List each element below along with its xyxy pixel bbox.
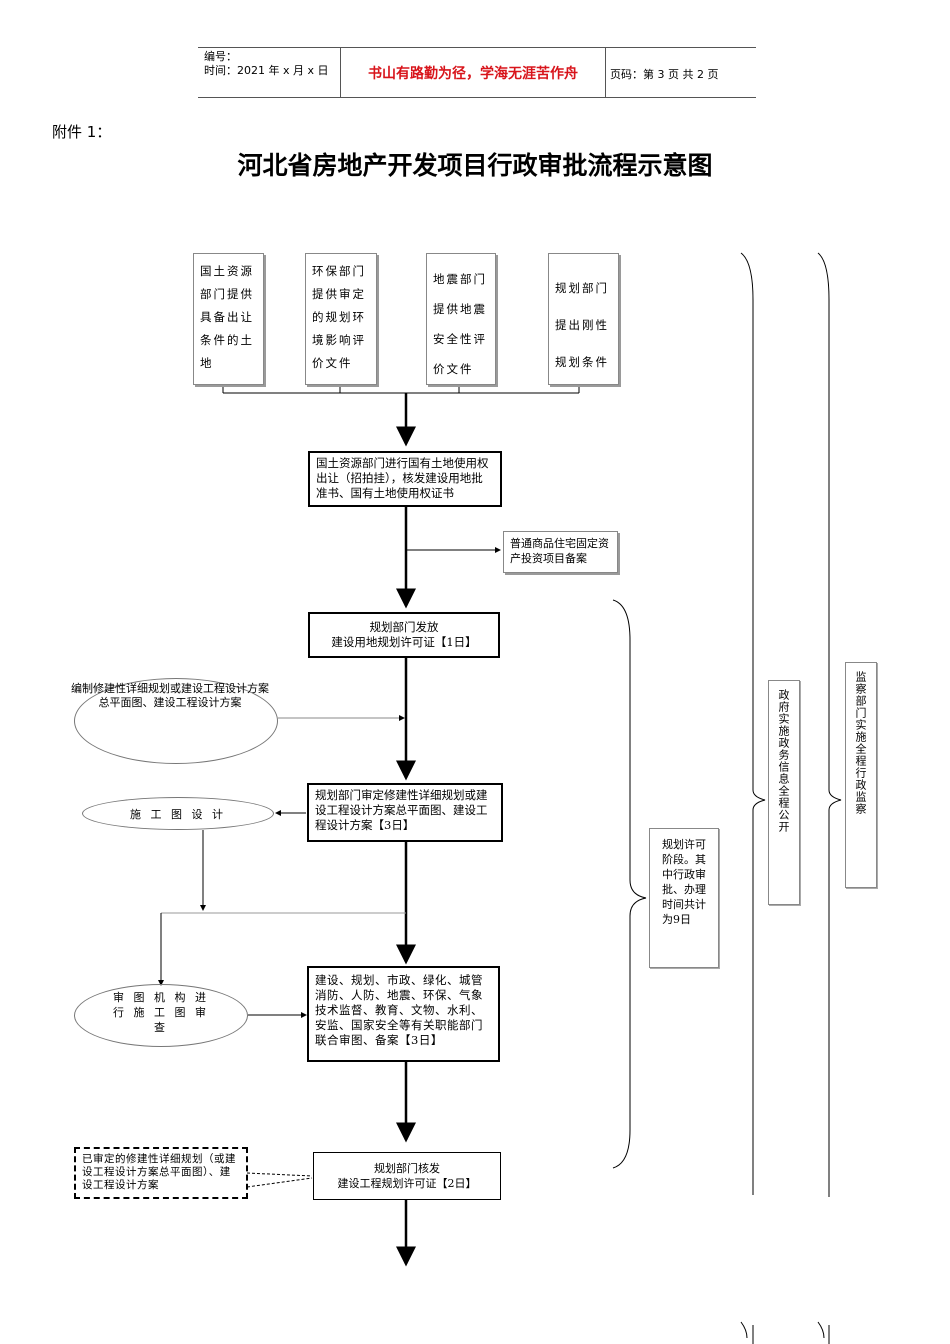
project-permit-line2: 建设工程规划许可证【2日】 (337, 1177, 477, 1190)
source-environmental: 环保部门提供审定的规划环境影响评价文件 (305, 253, 377, 385)
design-preparation-text: 编制修建性详细规划或建设工程设计方案总平面图、建设工程设计方案 (71, 682, 269, 709)
step-construction-design: 施 工 图 设 计 (82, 797, 274, 830)
note-gov-disclosure: 政府实施政务信息全程公开 (768, 680, 800, 905)
note-planning-stage: 规划许可阶段。其中行政审批、办理时间共计为9日 (649, 828, 719, 968)
project-permit-line1: 规划部门核发 (374, 1162, 440, 1175)
step-drawing-review: 审 图 机 构 进 行 施 工 图 审 查 (74, 984, 248, 1047)
header-motto: 书山有路勤为径，学海无涯苦作舟 (340, 48, 606, 97)
source-planning-conditions: 规划部门提出刚性规划条件 (548, 253, 619, 385)
header-number: 编号： (204, 50, 237, 63)
step-land-transfer: 国土资源部门进行国有土地使用权出让（招拍挂），核发建设用地批准书、国有土地使用权… (308, 451, 502, 507)
header-meta: 编号： 时间：2021 年 x 月 x 日 (204, 50, 329, 78)
attachment-label: 附件 1： (52, 123, 112, 141)
land-use-permit-line2: 建设用地规划许可证【1日】 (331, 635, 477, 649)
note-approved-plans: 已审定的修建性详细规划（或建设工程设计方案总平面图）、建设工程设计方案 (74, 1147, 248, 1199)
step-joint-review: 建设、规划、市政、绿化、城管消防、人防、地震、环保、气象技术监督、教育、文物、水… (307, 966, 500, 1062)
supervision-text: 监察部门实施全程行政监察 (854, 671, 867, 815)
source-seismic: 地震部门提供地震安全性评价文件 (426, 253, 496, 385)
land-use-permit-line1: 规划部门发放 (369, 620, 439, 634)
header-time: 时间：2021 年 x 月 x 日 (204, 64, 329, 77)
note-supervision: 监察部门实施全程行政监察 (845, 662, 877, 888)
step-investment-record: 普通商品住宅固定资产投资项目备案 (503, 531, 618, 573)
page-title: 河北省房地产开发项目行政审批流程示意图 (237, 151, 713, 180)
step-land-use-permit: 规划部门发放 建设用地规划许可证【1日】 (308, 612, 500, 658)
step-project-permit: 规划部门核发 建设工程规划许可证【2日】 (313, 1152, 501, 1200)
document-header: 编号： 时间：2021 年 x 月 x 日 书山有路勤为径，学海无涯苦作舟 页码… (198, 47, 756, 98)
step-design-preparation: 编制修建性详细规划或建设工程设计方案总平面图、建设工程设计方案 (71, 678, 278, 764)
header-page: 页码：第 3 页 共 2 页 (610, 68, 719, 81)
step-plan-review: 规划部门审定修建性详细规划或建设工程设计方案总平面图、建设工程设计方案【3日】 (307, 783, 503, 842)
gov-disclosure-text: 政府实施政务信息全程公开 (777, 689, 790, 833)
source-land-resources: 国土资源部门提供具备出让条件的土地 (193, 253, 264, 385)
